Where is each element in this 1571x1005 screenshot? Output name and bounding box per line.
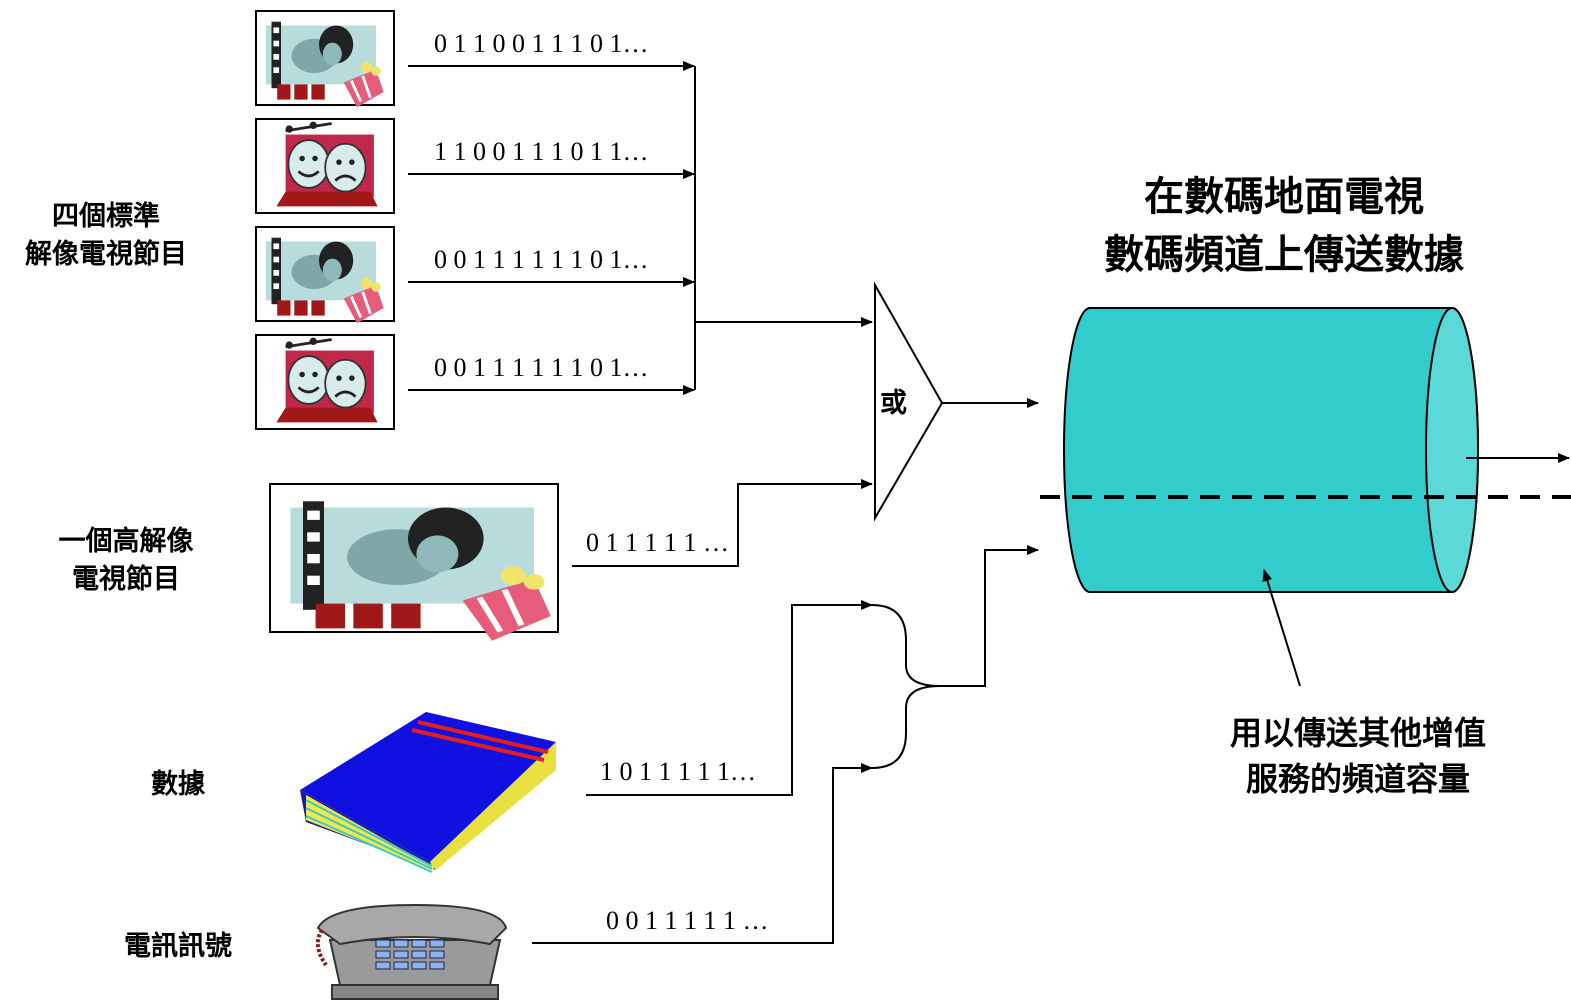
hd-stream-line: [572, 479, 873, 567]
book-icon: [300, 712, 556, 873]
data-label: 數據: [151, 769, 206, 800]
sd-label-line-1: 四個標準: [52, 200, 160, 232]
capacity-caption-line-2: 服務的頻道容量: [1246, 760, 1470, 798]
sd-program-1: [255, 10, 395, 109]
bitstream-sd4: 0 0 1 1 1 1 1 1 0 1…: [434, 353, 649, 382]
title-line-2: 數碼頻道上傳送數據: [1104, 232, 1465, 278]
bitstream-hd: 0 1 1 1 1 1 …: [586, 528, 729, 557]
bitstream-telecom: 0 0 1 1 1 1 1 …: [606, 906, 769, 935]
capacity-caption-line-1: 用以傳送其他增值: [1230, 714, 1486, 752]
hd-label-line-1: 一個高解像: [59, 525, 194, 557]
hd-program: [269, 483, 559, 641]
selector-switch: 或: [874, 281, 944, 522]
sd-stream-arrows: [408, 61, 873, 395]
bitstream-sd3: 0 0 1 1 1 1 1 1 0 1…: [434, 245, 649, 274]
sd-program-2: [255, 118, 395, 214]
channel-cylinder: [1063, 307, 1479, 593]
bitstream-sd2: 1 1 0 0 1 1 1 0 1 1…: [434, 137, 649, 166]
sd-program-4: [255, 334, 395, 430]
telecom-label: 電訊訊號: [124, 930, 232, 962]
data-telecom-merge: [532, 545, 1039, 944]
capacity-pointer-arrow: [1262, 569, 1301, 687]
title-line-1: 在數碼地面電視: [1144, 174, 1424, 220]
sd-program-3: [255, 226, 395, 325]
hd-label-line-2: 電視節目: [72, 563, 180, 595]
bitstream-sd1: 0 1 1 0 0 1 1 1 0 1…: [434, 29, 649, 58]
movie-theater-icon: [290, 501, 550, 641]
bitstream-data: 1 0 1 1 1 1 1…: [600, 757, 756, 786]
selector-label: 或: [880, 388, 907, 419]
sd-label-line-2: 解像電視節目: [25, 238, 187, 270]
telephone-icon: [315, 903, 508, 1000]
